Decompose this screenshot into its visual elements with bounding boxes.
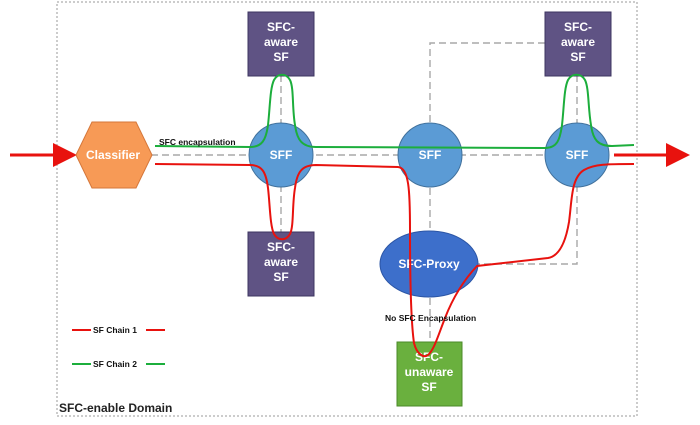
sff-label: SFF: [566, 148, 589, 162]
sfc-aware-sf-line: aware: [264, 255, 298, 269]
sfc-encapsulation-label: SFC encapsulation: [159, 137, 236, 147]
sfc-unaware-sf-line: SF: [421, 380, 436, 394]
sff-2: SFF: [397, 122, 463, 188]
sfc-unaware-sf: SFC- unaware SF: [396, 341, 463, 407]
sff-3: SFF: [544, 122, 610, 188]
sff-label: SFF: [270, 148, 293, 162]
sf-chain-1-path: [154, 163, 635, 358]
sf-chain-2-path: [154, 73, 635, 150]
legend-chain2-label: SF Chain 2: [93, 359, 137, 369]
sfc-unaware-sf-line: unaware: [405, 365, 454, 379]
sfc-proxy-ellipse: [379, 230, 479, 298]
dashed-connectors: [140, 42, 582, 345]
classifier-hexagon: [75, 121, 153, 189]
no-sfc-encapsulation-label: No SFC Encapsulation: [385, 313, 476, 323]
sfc-aware-sf-line: aware: [561, 35, 595, 49]
sfc-aware-sf-box: [247, 231, 315, 297]
legend-chain1-label: SF Chain 1: [93, 325, 137, 335]
legend: SF Chain 1 SF Chain 2: [72, 325, 165, 369]
sfc-aware-sf-box: [247, 11, 315, 77]
sfc-unaware-sf-line: SFC-: [415, 350, 443, 364]
sfc-aware-sf-line: SFC-: [267, 20, 295, 34]
sfc-aware-sf-3: SFC- aware SF: [247, 231, 315, 297]
sff-circle: [544, 122, 610, 188]
sfc-aware-sf-line: SFC-: [564, 20, 592, 34]
classifier: Classifier: [75, 121, 153, 189]
sff-circle: [397, 122, 463, 188]
sfc-aware-sf-1: SFC- aware SF: [247, 11, 315, 77]
sfc-aware-sf-line: aware: [264, 35, 298, 49]
sfc-aware-sf-line: SF: [570, 50, 585, 64]
domain-boundary: [56, 1, 638, 417]
sfc-proxy: SFC-Proxy: [379, 230, 479, 298]
classifier-label: Classifier: [86, 148, 140, 162]
sfc-aware-sf-line: SF: [273, 50, 288, 64]
sff-label: SFF: [419, 148, 442, 162]
sff-1: SFF: [248, 122, 314, 188]
sfc-aware-sf-line: SFC-: [267, 240, 295, 254]
sfc-aware-sf-line: SF: [273, 270, 288, 284]
sfc-proxy-label: SFC-Proxy: [398, 257, 460, 271]
sfc-aware-sf-box: [544, 11, 612, 77]
sfc-aware-sf-2: SFC- aware SF: [544, 11, 612, 77]
domain-label: SFC-enable Domain: [59, 401, 172, 415]
